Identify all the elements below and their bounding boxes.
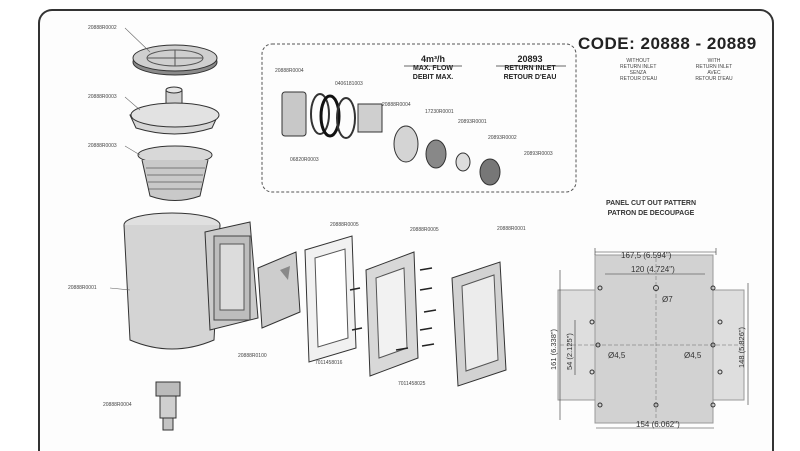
inlet-assembly-part [281,91,501,186]
label-valve: 20888R0004 [103,402,132,408]
cutout-pattern [557,248,749,429]
dim-hole-left: Ø4,5 [608,351,626,360]
flow-label-en: MAX. FLOW [412,65,454,72]
cutout-title-fr: PATRON DE DECOUPAGE [607,210,695,217]
label-screws-2: 7011458025 [398,381,426,387]
code-title: CODE: 20888 - 20889 [578,34,757,53]
col-with-line4: RETOUR D'EAU [695,76,733,82]
col-without-line1: WITHOUT [626,58,650,64]
col-without-label: WITHOUT RETURN INLET SENZA RETOUR D'EAU [620,58,658,82]
return-block: 20893 RETURN INLET RETOUR D'EAU [494,55,566,82]
collar-part [137,145,213,201]
return-code: 20893 [517,54,543,64]
inlet-detail-box [261,43,577,193]
col-with-line3: AVEC [707,70,721,76]
dim-hole-top: Ø7 [662,295,673,304]
label-collar: 20888R0003 [88,143,117,149]
cutout-title: PANEL CUT OUT PATTERN PATRON DE DECOUPAG… [586,199,716,219]
basket-part [129,86,220,135]
return-label-en: RETURN INLET [504,65,556,72]
gasket-part [304,235,357,363]
label-flap: 20888R0100 [238,353,267,359]
flap-part [257,251,301,329]
col-with-line2: RETURN INLET [695,64,733,70]
dim-right: 148 (5.826") [737,326,746,368]
cutout-title-en: PANEL CUT OUT PATTERN [605,200,697,207]
faceplate-part [451,261,507,387]
label-inlet-b: 20888R0004 [382,102,411,108]
screws-group [349,267,437,351]
label-basket: 20888R0003 [88,94,117,100]
col-without-line4: RETOUR D'EAU [620,76,658,82]
flow-block: 4m³/h MAX. FLOW DEBIT MAX. [402,55,464,82]
label-inlet-e: 20893R0002 [488,135,517,141]
label-gasket: 20888R0005 [330,222,359,228]
label-faceplate: 20888R0001 [497,226,526,232]
lid-part [132,44,218,76]
valve-part [155,381,181,431]
col-without-line3: SENZA [629,70,647,76]
label-inlet-a: 0406181003 [335,81,363,87]
exploded-diagram: 167,5 (6.594") 120 (4.724") Ø7 Ø4,5 Ø4,5… [109,27,749,431]
label-inlet-d: 20893R0001 [458,119,487,125]
col-with-label: WITH RETURN INLET AVEC RETOUR D'EAU [694,58,734,82]
label-inlet-c: 17230R0001 [425,109,454,115]
dim-inner: 120 (4.724") [631,265,675,274]
dim-top: 167,5 (6.594") [621,251,672,260]
label-plate: 20888R0005 [410,227,439,233]
col-without-line2: RETURN INLET [620,64,657,70]
dim-left-outer: 161 (6.338") [549,328,558,370]
label-inlet-nut: 20888R0004 [275,68,304,74]
return-label-fr: RETOUR D'EAU [503,74,557,81]
label-screws-1: 7011458016 [315,360,343,366]
dim-left-inner: 54 (2.125") [565,333,574,370]
label-body: 20888R0001 [68,285,97,291]
plate-part [365,251,419,377]
skimmer-body-part [123,212,259,350]
label-inlet-g: 06820R0003 [290,157,319,163]
flow-value: 4m³/h [420,54,445,64]
dim-bottom: 154 (6.062") [636,420,680,429]
label-lid: 20888R0002 [88,25,117,31]
flow-label-fr: DEBIT MAX. [412,74,454,81]
dim-hole-right: Ø4,5 [684,351,702,360]
label-inlet-f: 20893R0003 [524,151,553,157]
col-with-line1: WITH [707,58,721,64]
